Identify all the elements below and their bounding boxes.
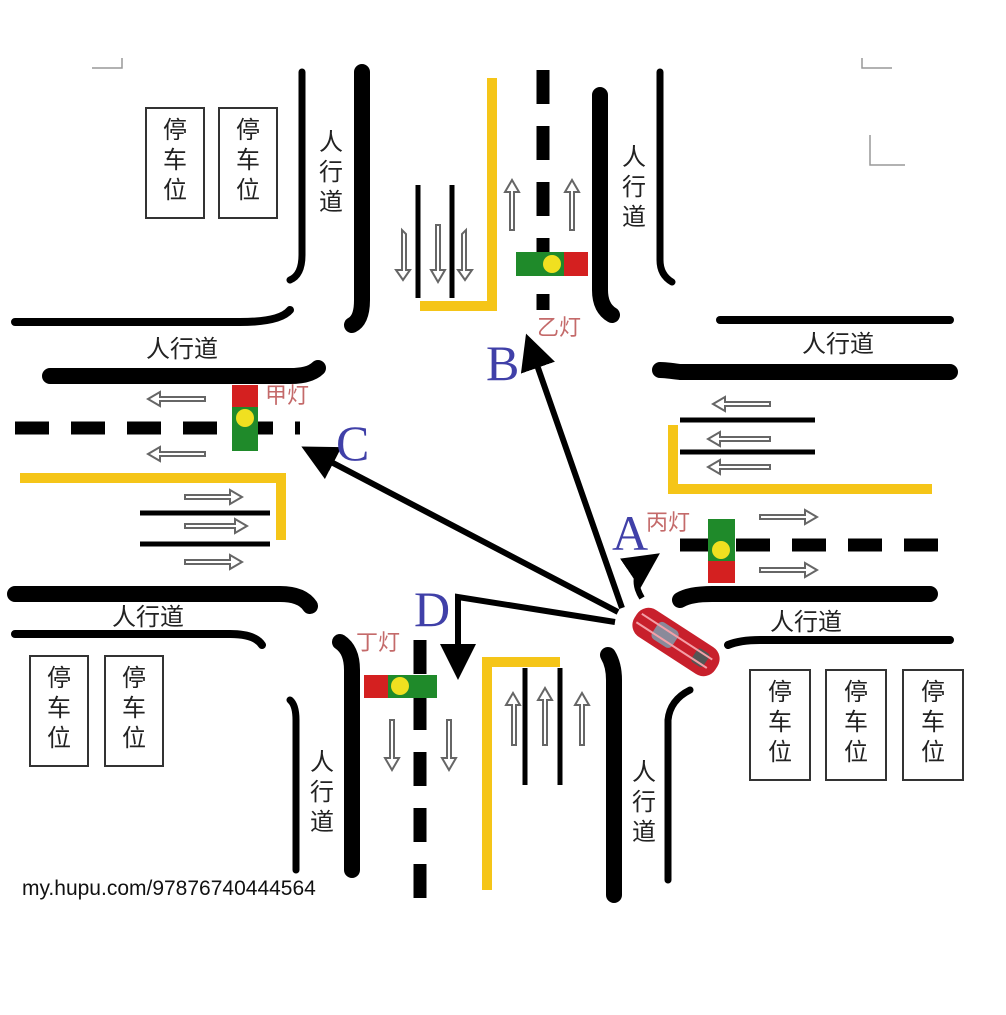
parking-space-label: 车 [236, 146, 260, 174]
parking-space-label: 停 [122, 664, 146, 692]
sidewalk-vertical-label: 人 [310, 748, 334, 776]
right-arrow-icon [184, 517, 249, 535]
road-edges [7, 64, 958, 903]
parking-space-label: 位 [163, 176, 187, 204]
parking-space-label: 位 [921, 738, 945, 766]
parking-space-label: 位 [768, 738, 792, 766]
parking-space-label: 停 [844, 678, 868, 706]
route-label-b: B [486, 335, 519, 391]
route-label-c: C [336, 415, 369, 471]
left-arrow-icon [146, 390, 206, 408]
traffic-light-yi [516, 252, 588, 276]
route-arrows [301, 333, 660, 680]
sidewalk-vertical-label: 行 [319, 158, 343, 186]
yellow-lines [20, 78, 932, 890]
straight-arrow-icon [440, 719, 458, 772]
right-arrow-icon [573, 691, 591, 746]
sidewalk-label-east-south: 人行道 [770, 608, 842, 636]
red-car-icon [632, 607, 720, 677]
route-label-a: A [612, 505, 648, 561]
parking-space-label: 车 [47, 694, 71, 722]
sidewalk-vertical-label: 人 [319, 128, 343, 156]
right-arrow-icon [759, 508, 819, 526]
parking-space-label: 车 [844, 708, 868, 736]
lane-arrows [146, 178, 819, 772]
left-arrow-icon [394, 227, 412, 282]
right-arrow-icon [184, 553, 244, 571]
watermark: my.hupu.com/97876740444564 [22, 877, 316, 900]
sidewalk-vertical-label: 行 [310, 778, 334, 806]
traffic-light-jia [232, 385, 258, 451]
sidewalk-vertical-label: 道 [632, 818, 656, 846]
traffic-light-ding [364, 675, 437, 698]
straight-arrow-icon [429, 224, 447, 284]
sidewalk-vertical-label: 道 [310, 808, 334, 836]
right-arrow-icon [184, 488, 244, 506]
route-c-arrow [301, 446, 620, 615]
light-label-jia: 甲灯 [265, 384, 309, 409]
parking-space-label: 车 [122, 694, 146, 722]
straight-arrow-icon [563, 178, 581, 231]
right-arrow-icon [456, 227, 474, 282]
parking-space-label: 位 [122, 724, 146, 752]
left-arrow-icon [706, 430, 771, 448]
sidewalk-label-west-south: 人行道 [112, 603, 184, 631]
parking-space-label: 停 [921, 678, 945, 706]
sidewalk-label-west-north: 人行道 [146, 335, 218, 363]
parking-space-label: 车 [921, 708, 945, 736]
sidewalk-vertical-label: 人 [632, 758, 656, 786]
left-arrow-icon [146, 445, 206, 463]
straight-arrow-icon [383, 719, 401, 772]
parking-space-label: 位 [236, 176, 260, 204]
parking-space-label: 停 [47, 664, 71, 692]
parking-boxes [29, 107, 964, 781]
parking-space-label: 车 [163, 146, 187, 174]
parking-space-label: 停 [163, 116, 187, 144]
left-arrow-icon [711, 395, 771, 413]
straight-arrow-icon [503, 178, 521, 231]
route-d-arrow [440, 593, 616, 680]
straight-arrow-icon [536, 686, 554, 746]
light-label-yi: 乙灯 [537, 316, 581, 341]
sidewalk-vertical-label: 道 [319, 188, 343, 216]
route-a-arrow [620, 553, 660, 600]
left-arrow-icon [706, 458, 771, 476]
corner-marks [92, 58, 905, 166]
sidewalk-label-east-north: 人行道 [802, 330, 874, 358]
sidewalk-vertical-label: 道 [622, 203, 646, 231]
sidewalk-vertical-label: 行 [622, 173, 646, 201]
light-label-ding: 丁灯 [356, 631, 400, 656]
parking-space-label: 位 [47, 724, 71, 752]
right-arrow-icon [759, 561, 819, 579]
parking-space-label: 停 [236, 116, 260, 144]
route-b-arrow [520, 333, 625, 609]
route-label-d: D [414, 581, 450, 637]
parking-space-label: 车 [768, 708, 792, 736]
parking-space-label: 停 [768, 678, 792, 706]
parking-space-label: 位 [844, 738, 868, 766]
traffic-light-bing [708, 519, 735, 583]
sidewalk-vertical-label: 行 [632, 788, 656, 816]
sidewalk-vertical-label: 人 [622, 143, 646, 171]
light-label-bing: 丙灯 [646, 511, 690, 536]
lane-lines [140, 185, 815, 785]
left-arrow-icon [504, 691, 522, 746]
